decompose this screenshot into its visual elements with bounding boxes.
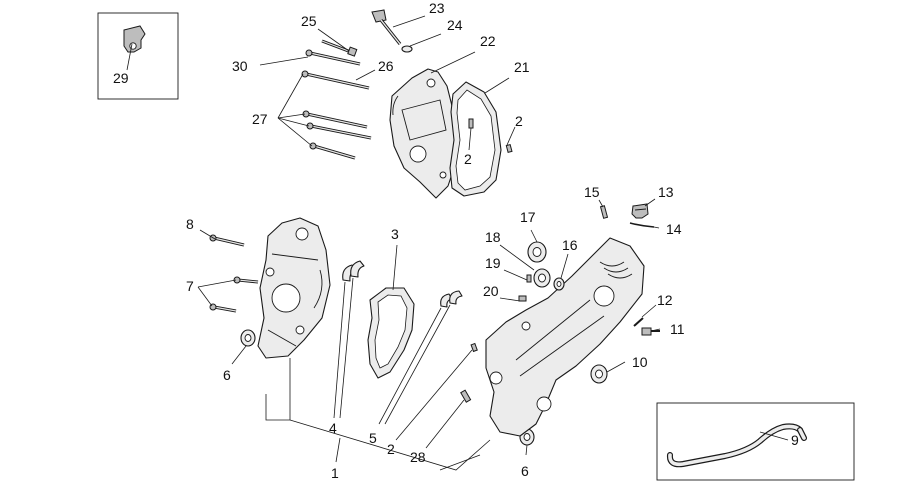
part-20-pin <box>518 295 527 302</box>
callout-2-lower: 2 <box>387 441 395 457</box>
part-12-washer <box>633 317 644 327</box>
part-2-dowel-upper-right <box>505 143 513 153</box>
part-5-bearing-shells <box>440 290 463 308</box>
callout-4: 4 <box>329 420 337 436</box>
part-30-bolt <box>305 49 361 66</box>
callout-21: 21 <box>514 59 530 75</box>
part-29-bracket <box>123 25 146 53</box>
part-2-dowel-lower <box>470 342 478 353</box>
part-23-dipstick <box>371 9 402 45</box>
part-26-bolt <box>301 70 370 90</box>
callout-27: 27 <box>252 111 268 127</box>
callout-22: 22 <box>480 33 496 49</box>
part-6-seal-left <box>240 329 256 347</box>
callout-11: 11 <box>670 321 685 337</box>
callout-25: 25 <box>301 13 317 29</box>
callout-24: 24 <box>447 17 463 33</box>
callout-7: 7 <box>186 278 194 294</box>
part-10-seal <box>590 364 608 384</box>
part-2-dowel-upper-left <box>468 118 474 129</box>
part-25-screw <box>321 39 358 57</box>
callout-23: 23 <box>429 0 445 16</box>
callout-19: 19 <box>485 255 501 271</box>
callout-26: 26 <box>378 58 394 74</box>
part-14-washer <box>629 222 655 228</box>
right-crankcase-half <box>485 237 645 437</box>
callout-14: 14 <box>666 221 682 237</box>
callout-28: 28 <box>410 449 426 465</box>
part-15-pin <box>599 205 609 219</box>
callout-10: 10 <box>632 354 648 370</box>
callout-2-upper-right: 2 <box>515 113 523 129</box>
part-11-screw <box>641 327 660 336</box>
leader-lines <box>126 15 789 471</box>
callout-6-right: 6 <box>521 463 529 479</box>
callout-3: 3 <box>391 226 399 242</box>
part-22-cover <box>389 68 457 199</box>
callout-8: 8 <box>186 216 194 232</box>
callout-1: 1 <box>331 465 339 481</box>
callout-6-left: 6 <box>223 367 231 383</box>
callout-16: 16 <box>562 237 578 253</box>
callout-17: 17 <box>520 209 536 225</box>
callout-18: 18 <box>485 229 501 245</box>
part-13-plug <box>631 203 649 219</box>
callout-13: 13 <box>658 184 674 200</box>
part-8-bolt <box>209 234 245 247</box>
callout-9: 9 <box>791 432 799 448</box>
part-16-seal <box>553 277 565 291</box>
callout-12: 12 <box>657 292 673 308</box>
callout-labels: 29 25 23 24 22 21 30 26 27 2 2 8 7 6 3 4… <box>113 0 799 481</box>
callout-2-upper: 2 <box>464 151 472 167</box>
part-21-gasket <box>449 81 502 197</box>
part-9-hose <box>666 423 807 468</box>
part-3-gasket <box>367 287 415 379</box>
part-19-pin <box>526 274 532 283</box>
callout-15: 15 <box>584 184 600 200</box>
callout-20: 20 <box>483 283 499 299</box>
part-24-o-ring <box>401 45 413 53</box>
part-4-bearing-shells <box>342 260 365 282</box>
callout-5: 5 <box>369 430 377 446</box>
part-27-bolts <box>302 110 372 160</box>
callout-29: 29 <box>113 70 129 86</box>
part-28-pin <box>460 389 472 403</box>
part-17-bearing <box>527 241 547 263</box>
inset-frame-part-9 <box>656 402 855 481</box>
inset-frame-part-29 <box>97 12 179 100</box>
part-18-bearing <box>533 268 551 288</box>
callout-30: 30 <box>232 58 248 74</box>
part-7-bolts <box>209 276 259 313</box>
left-crankcase-half <box>257 217 331 359</box>
